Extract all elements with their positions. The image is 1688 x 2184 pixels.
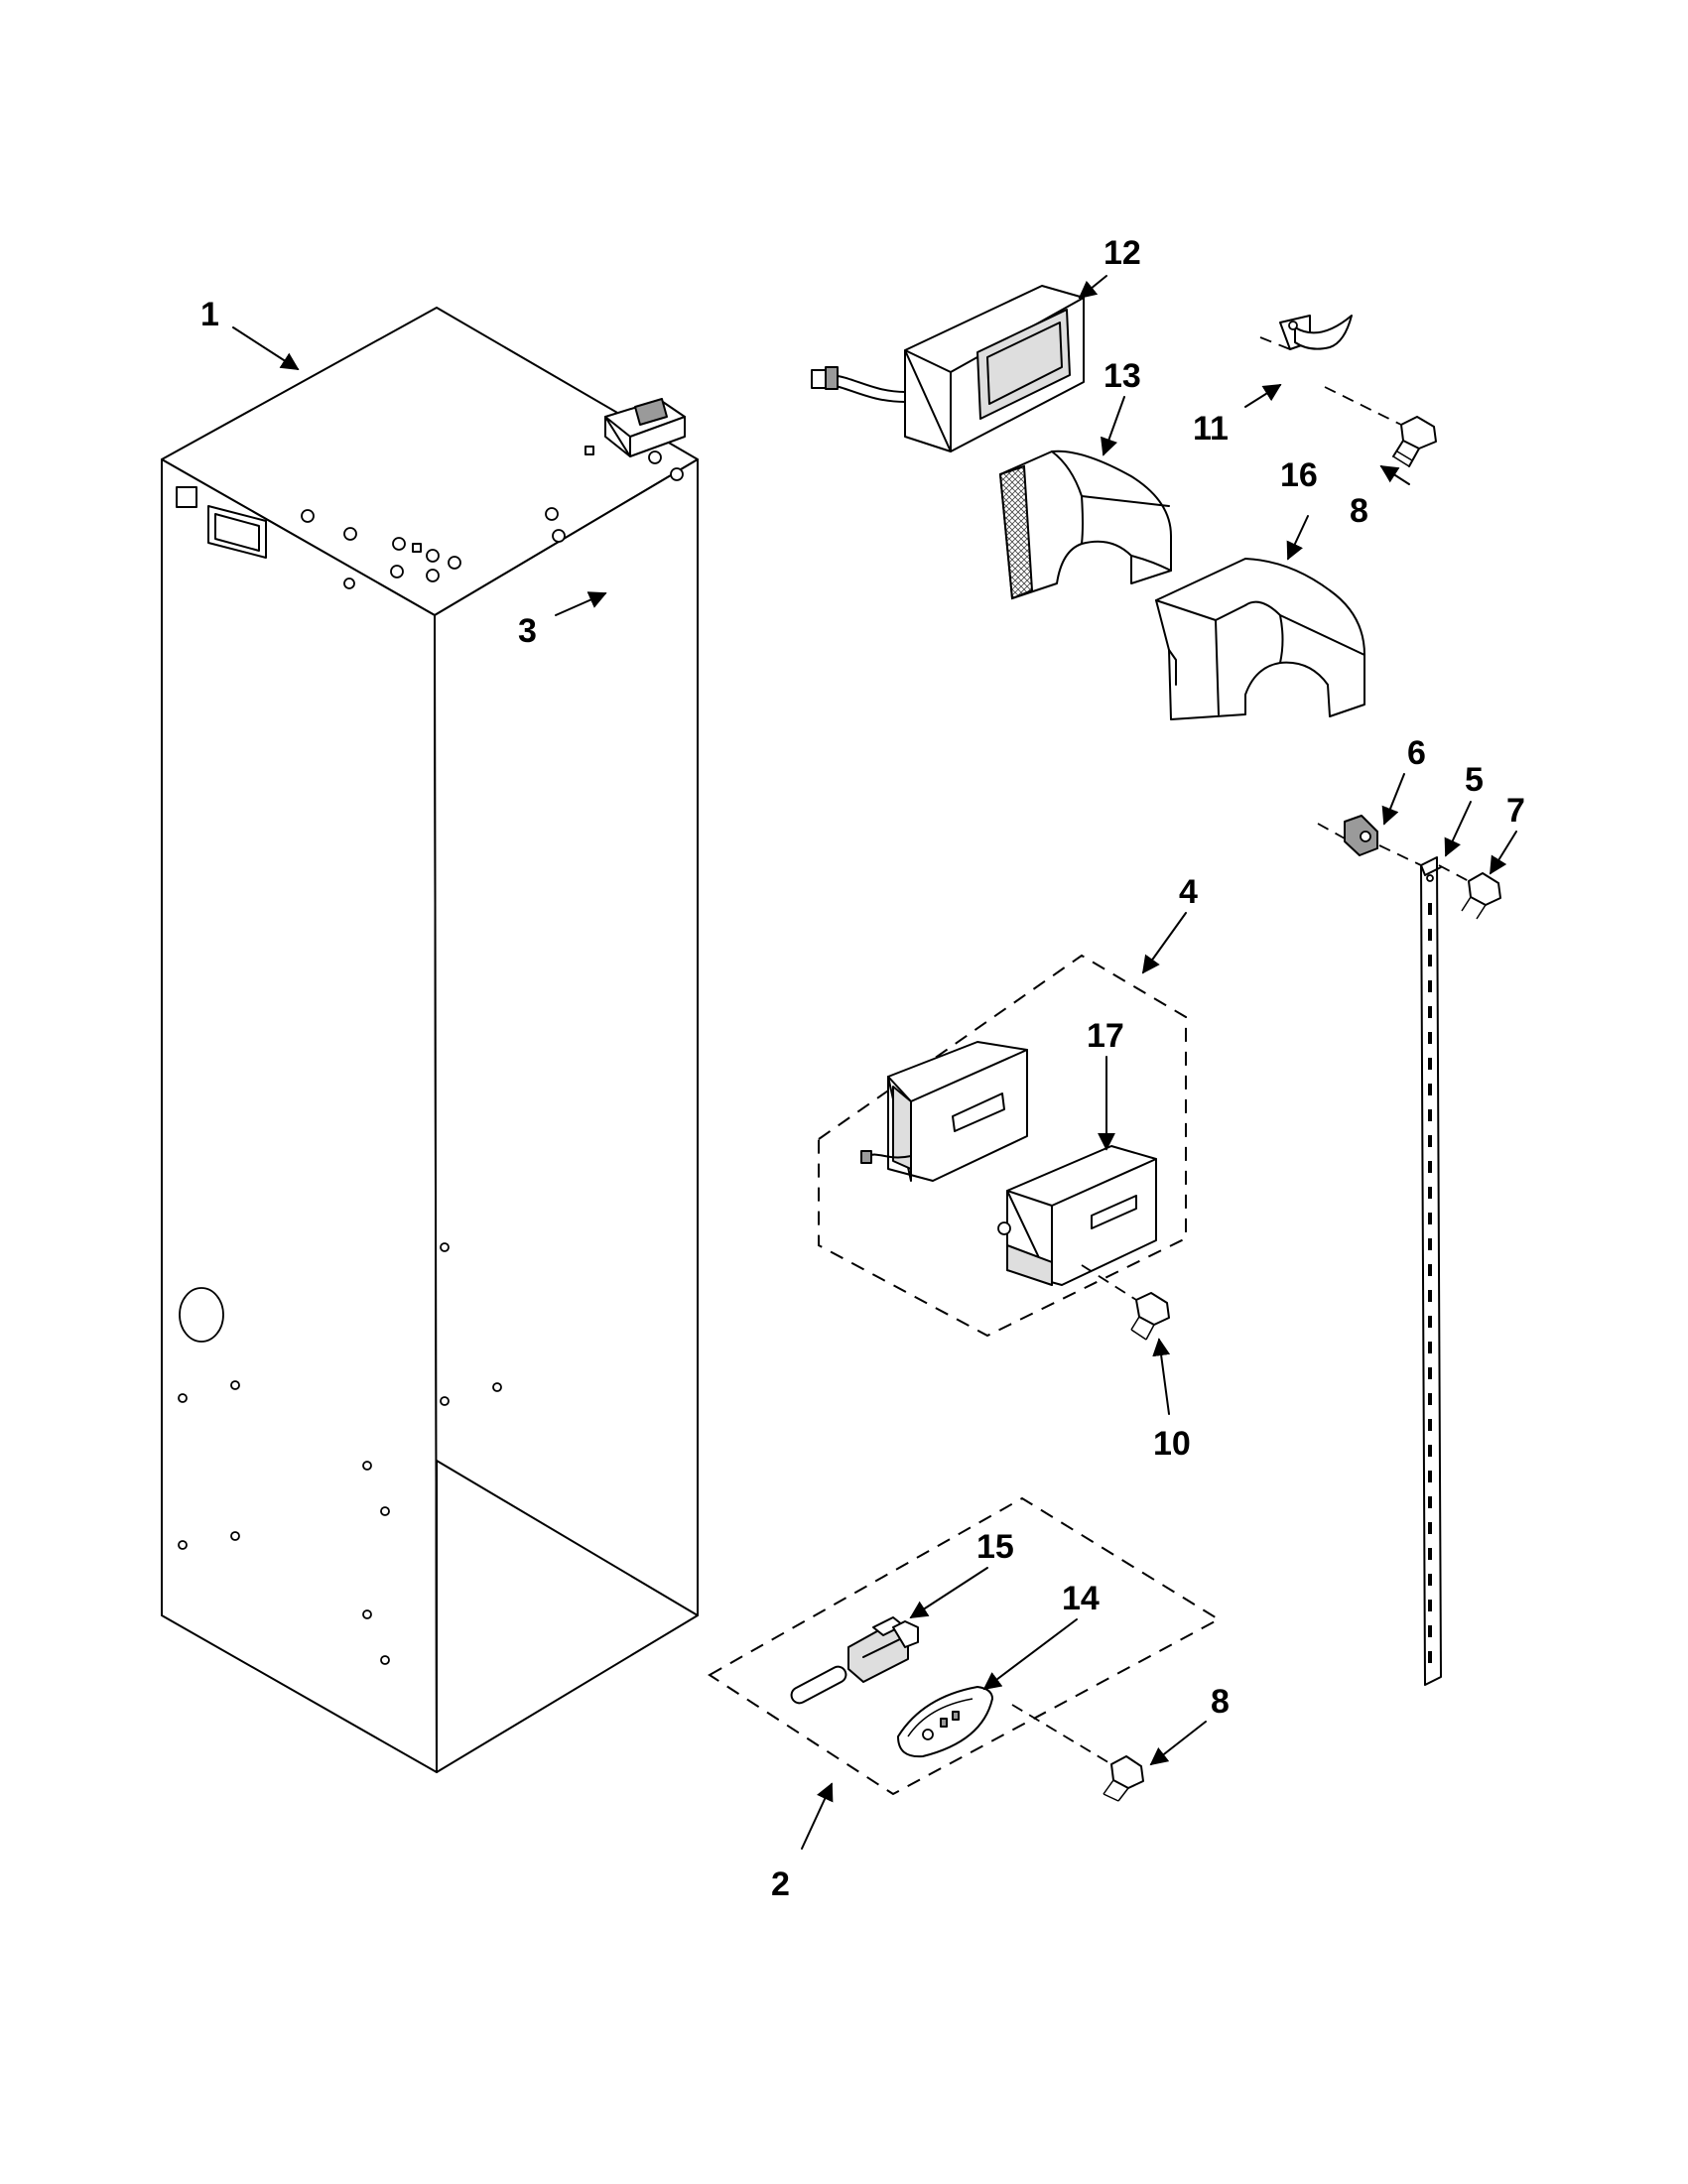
rail-slot bbox=[1428, 1264, 1432, 1276]
screw-8-bottom bbox=[1103, 1755, 1144, 1802]
screw-8-top bbox=[1392, 416, 1437, 467]
rail-slot bbox=[1428, 1548, 1432, 1560]
rail-slot bbox=[1428, 1651, 1432, 1663]
callout-8-bottom: 8 bbox=[1211, 1683, 1230, 1721]
part-13-insulator bbox=[998, 450, 1172, 600]
rail-slot bbox=[1428, 1238, 1432, 1250]
callout-8-top: 8 bbox=[1350, 492, 1368, 530]
callout-16: 16 bbox=[1280, 456, 1318, 494]
part-16-insulator bbox=[1155, 558, 1365, 720]
callout-5: 5 bbox=[1465, 761, 1484, 799]
callout-7: 7 bbox=[1506, 792, 1525, 830]
rail-slot bbox=[1428, 903, 1432, 915]
rail-slot bbox=[1428, 1213, 1432, 1224]
callout-1: 1 bbox=[200, 296, 219, 333]
screw-7 bbox=[1461, 872, 1501, 920]
rail-slot bbox=[1428, 1600, 1432, 1611]
rail-slot bbox=[1428, 1290, 1432, 1302]
callout-2: 2 bbox=[771, 1865, 790, 1903]
rail-slot bbox=[1428, 980, 1432, 992]
callout-10: 10 bbox=[1153, 1425, 1191, 1463]
rail-slot bbox=[1428, 1032, 1432, 1044]
callout-arrows bbox=[232, 275, 1517, 1850]
callout-4: 4 bbox=[1179, 873, 1198, 911]
rail-slot bbox=[1428, 1316, 1432, 1328]
callout-17: 17 bbox=[1087, 1017, 1124, 1055]
callout-11: 11 bbox=[1193, 410, 1229, 448]
rail-slot bbox=[1428, 1058, 1432, 1070]
rail-slot bbox=[1428, 1625, 1432, 1637]
part-2-assembly bbox=[708, 1496, 1222, 1796]
callout-labels: 1 2 3 4 5 6 7 8 8 10 11 12 13 14 15 16 1… bbox=[200, 234, 1525, 1903]
part-11-bracket bbox=[1259, 315, 1402, 426]
rail-slot bbox=[1428, 1161, 1432, 1173]
callout-6: 6 bbox=[1407, 734, 1426, 772]
part-5-rail bbox=[1420, 856, 1470, 1686]
callout-13: 13 bbox=[1104, 357, 1141, 395]
callout-15: 15 bbox=[976, 1528, 1014, 1566]
rail-slot bbox=[1428, 929, 1432, 941]
rail-slot bbox=[1428, 1522, 1432, 1534]
rail-slot bbox=[1428, 1135, 1432, 1147]
callout-14: 14 bbox=[1062, 1580, 1100, 1617]
callout-3: 3 bbox=[518, 612, 537, 650]
rail-slot bbox=[1428, 1084, 1432, 1095]
rail-slot bbox=[1428, 1367, 1432, 1379]
rail-slot bbox=[1428, 1342, 1432, 1353]
part-4-assembly bbox=[818, 954, 1187, 1338]
rail-slot bbox=[1428, 1187, 1432, 1199]
rail-slot bbox=[1428, 1109, 1432, 1121]
rail-slot bbox=[1428, 1445, 1432, 1457]
screw-10 bbox=[1130, 1292, 1170, 1341]
rail-slot bbox=[1428, 1393, 1432, 1405]
part-6-clip bbox=[1317, 815, 1422, 866]
rail-slot bbox=[1428, 1471, 1432, 1482]
callout-12: 12 bbox=[1104, 234, 1141, 272]
rail-slot bbox=[1428, 1006, 1432, 1018]
rail-slot bbox=[1428, 1419, 1432, 1431]
part-12-module bbox=[811, 285, 1085, 452]
rail-slot bbox=[1428, 955, 1432, 966]
rail-slot bbox=[1428, 1496, 1432, 1508]
rail-slot bbox=[1428, 1574, 1432, 1586]
cabinet-liner bbox=[161, 307, 699, 1773]
